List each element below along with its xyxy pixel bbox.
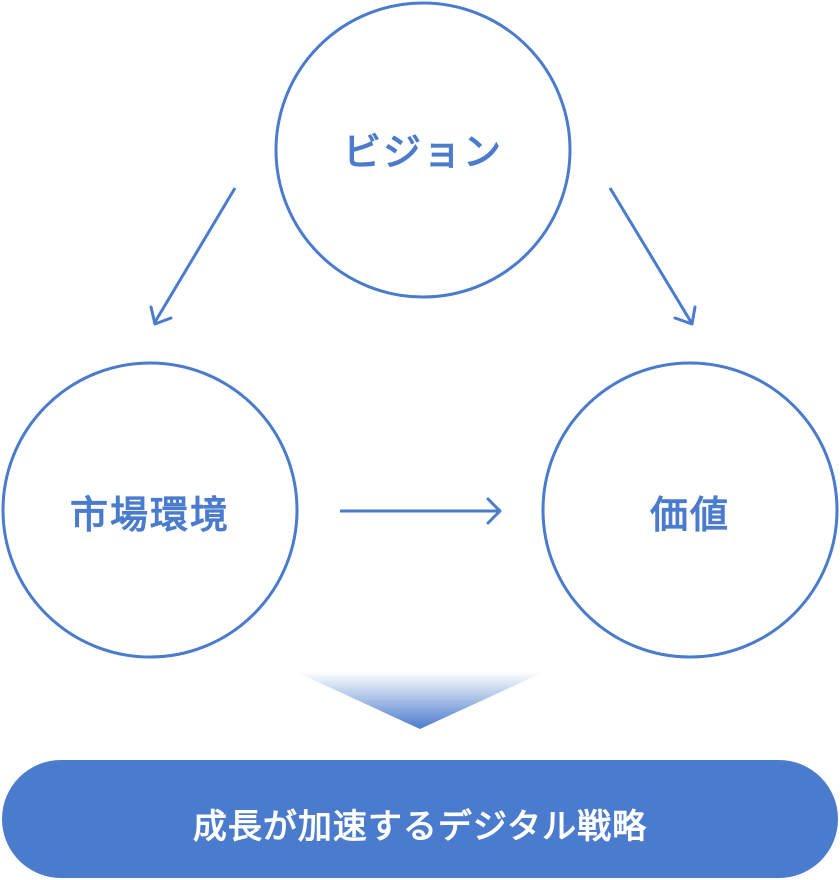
arrow-vision-to-market [149, 187, 237, 326]
market-label: 市場環境 [70, 493, 230, 537]
arrow-market-to-value-head [486, 497, 502, 525]
down-arrow-gradient [296, 672, 544, 729]
arrow-market-to-value [340, 497, 502, 525]
arrow-vision-to-market-head [149, 305, 173, 326]
market-circle [1, 361, 299, 659]
arrow-vision-to-value-head [673, 305, 697, 326]
vision-label: ビジョン [343, 130, 503, 174]
node-vision: ビジョン [274, 1, 572, 299]
result-banner: 成長が加速するデジタル戦略 [2, 760, 838, 878]
node-value: 価値 [541, 361, 839, 659]
value-label: 価値 [649, 493, 730, 537]
arrow-vision-to-value [608, 187, 697, 326]
arrow-vision-to-market-line [153, 187, 237, 323]
node-market: 市場環境 [1, 361, 299, 659]
vision-circle [274, 1, 572, 299]
arrow-vision-to-value-line [608, 187, 693, 323]
result-banner-label: 成長が加速するデジタル戦略 [192, 806, 648, 847]
value-circle [541, 361, 839, 659]
